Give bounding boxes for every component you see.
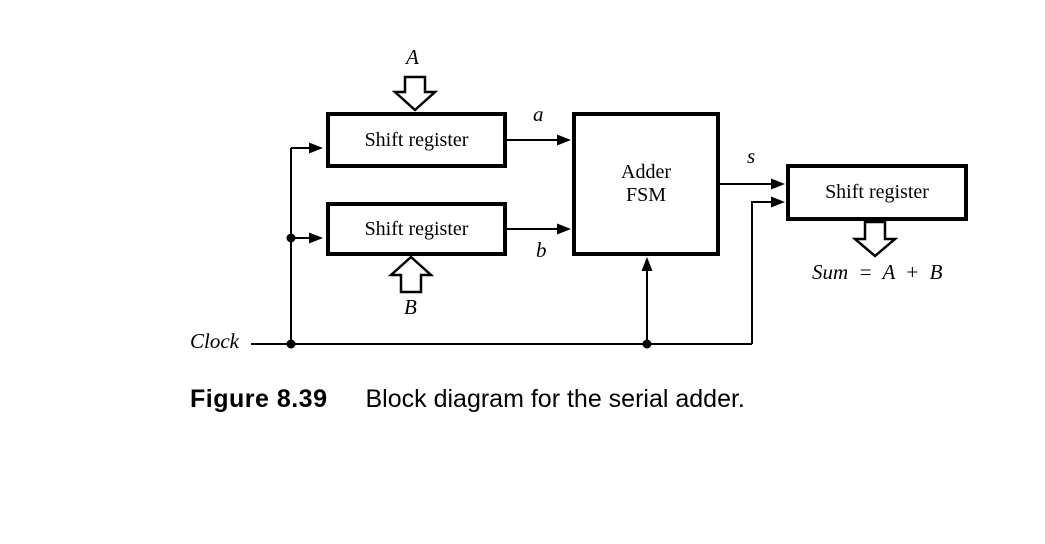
clock-label: Clock — [190, 329, 239, 353]
signal-a-label: a — [533, 102, 544, 126]
arrowhead-clock-reg-a-icon — [309, 142, 323, 154]
arrowhead-a-icon — [557, 134, 571, 146]
adder-fsm-label-line1: Adder — [621, 161, 671, 183]
shift-register-b-label: Shift register — [364, 217, 469, 240]
signal-s-label: s — [747, 144, 756, 168]
input-a-block-arrow-icon — [391, 75, 439, 112]
input-b-label: B — [404, 295, 417, 319]
sum-output-block-arrow-icon — [851, 220, 899, 258]
input-a-label: A — [406, 45, 419, 69]
arrowhead-clock-fsm-icon — [641, 257, 653, 271]
shift-register-a-box: Shift register — [326, 112, 507, 168]
junction-dot-icon — [286, 233, 296, 243]
junction-dot-icon — [286, 339, 296, 349]
adder-fsm-label-line2: FSM — [625, 184, 667, 206]
figure-number: Figure 8.39 — [190, 385, 328, 413]
arrowhead-b-icon — [557, 223, 571, 235]
signal-b-label: b — [536, 238, 547, 262]
arrowhead-s-icon — [771, 178, 785, 190]
shift-register-sum-label: Shift register — [825, 181, 929, 203]
input-b-block-arrow-icon — [387, 255, 435, 294]
arrowhead-clock-reg-b-icon — [309, 232, 323, 244]
shift-register-a-label: Shift register — [364, 128, 469, 151]
wire-clock-to-sum-register — [751, 201, 772, 344]
sum-equation-label: Sum = A + B — [812, 260, 943, 284]
junction-dot-icon — [642, 339, 652, 349]
shift-register-sum-box: Shift register — [786, 164, 968, 221]
figure-caption: Figure 8.39 Block diagram for the serial … — [190, 384, 745, 414]
adder-fsm-box: Adder FSM — [572, 112, 720, 256]
shift-register-b-box: Shift register — [326, 202, 507, 256]
figure-caption-text: Block diagram for the serial adder. — [365, 385, 745, 413]
arrowhead-clock-sum-icon — [771, 196, 785, 208]
